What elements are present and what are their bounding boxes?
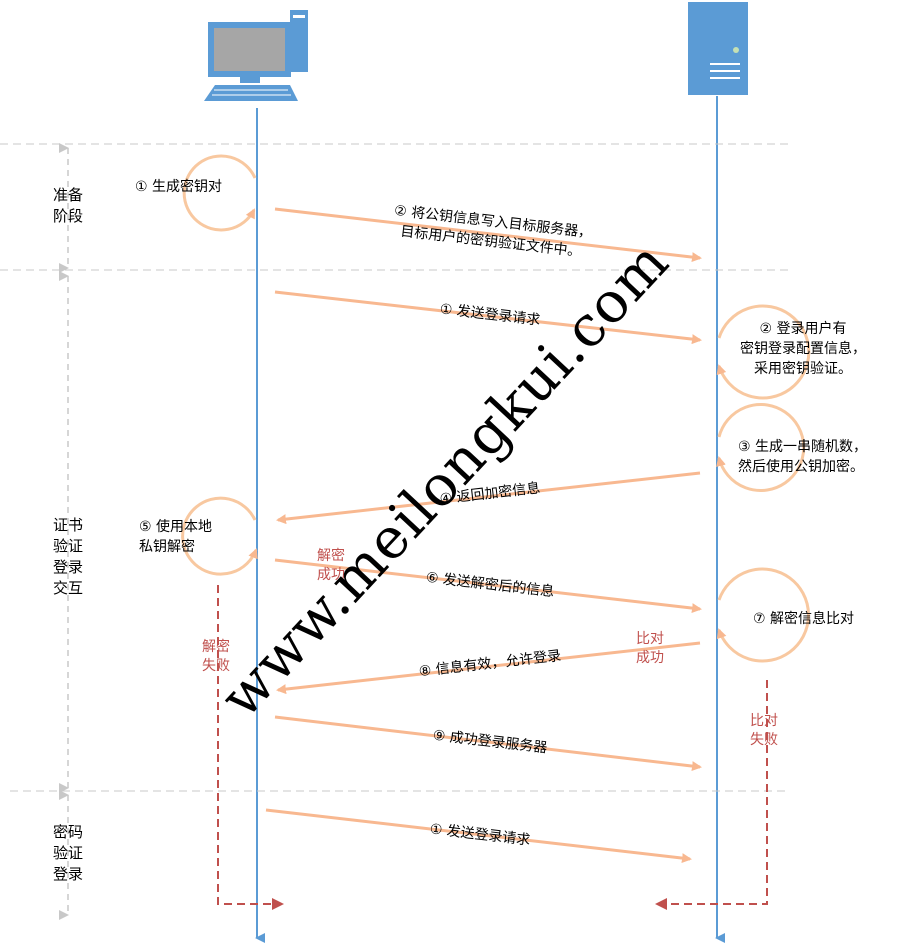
arrow-send-login-2 [265,808,692,864]
step-gen-key: ① 生成密钥对 [135,179,223,195]
step-compare: ⑦ 解密信息比对 [753,611,855,627]
server-tower-icon [688,2,748,95]
arrow-send-login-1 [274,290,702,345]
arrow-success [274,715,702,772]
step-gen-random: ③ 生成一串随机数， 然后使用公钥加密。 [738,439,868,475]
status-decrypt-ok: 解密 成功 [317,548,345,583]
arrow-return-enc [276,471,701,525]
status-decrypt-fail: 解密 失败 [202,639,230,674]
step-login-user: ② 登录用户有 密钥登录配置信息， 采用密钥验证。 [740,321,866,377]
loop-login-user [716,304,811,400]
loop-compare [716,567,810,663]
phase-label-cert: 证书 验证 登录 交互 [53,516,84,597]
path-compare-fail [655,680,768,910]
loop-gen-key [182,154,257,232]
loop-decrypt [181,496,258,576]
phase-label-password: 密码 验证 登录 [53,823,84,883]
status-compare-ok: 比对 成功 [636,631,664,666]
status-compare-fail: 比对 失败 [750,713,778,748]
arrow-write-pubkey [274,207,702,263]
desktop-computer-icon [204,10,308,101]
phase-label-prepare: 准备 阶段 [53,186,84,225]
path-decrypt-fail [217,585,284,910]
loop-gen-random [716,403,806,492]
arrow-send-decrypted [274,558,702,614]
arrow-valid [276,641,701,695]
step-decrypt-local: ⑤ 使用本地 私钥解密 [139,519,213,555]
